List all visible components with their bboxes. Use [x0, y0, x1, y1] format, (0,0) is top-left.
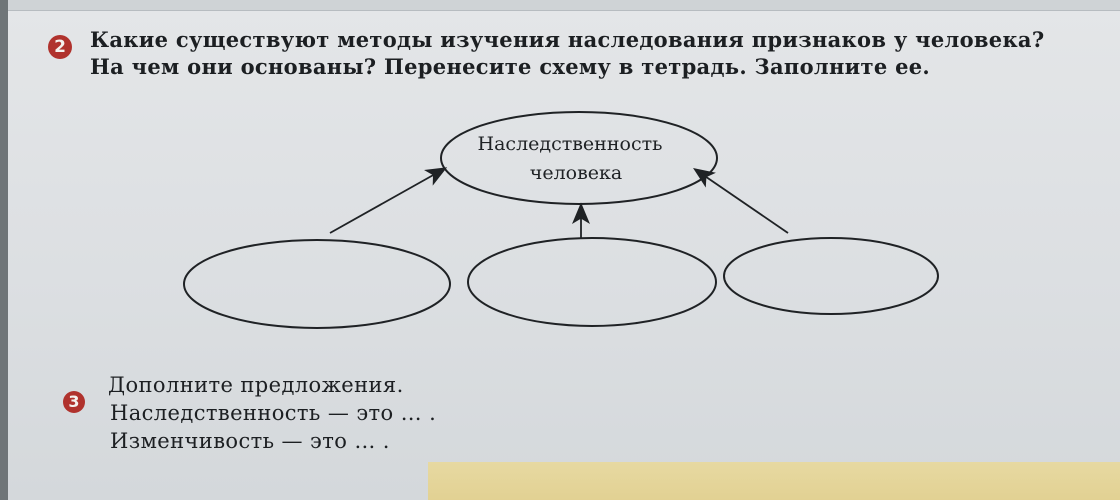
right-arrow	[693, 167, 789, 234]
page-decorative-band	[428, 462, 1120, 500]
task-3-line-1: Наследственность — это … .	[110, 401, 437, 425]
center-oval-group: Наследственность человека	[440, 111, 718, 205]
empty-oval-right	[723, 237, 939, 315]
center-oval-label-line-1: Наследственность	[478, 133, 663, 155]
left-arrow	[329, 167, 448, 234]
empty-oval-left	[183, 239, 451, 329]
top-rule	[8, 0, 1120, 11]
center-oval-label-line-2: человека	[530, 162, 622, 184]
task-2-number-badge: 2	[48, 35, 72, 59]
scheme-diagram: Наследственность человека	[183, 111, 939, 329]
task-3-line-2: Изменчивость — это … .	[110, 429, 390, 453]
task-2-line-1: Какие существуют методы изучения наследо…	[90, 27, 1045, 52]
task-3-number-badge: 3	[63, 391, 85, 413]
center-oval	[440, 111, 718, 205]
textbook-page: 2 Какие существуют методы изучения насле…	[8, 0, 1120, 500]
task-3-title: Дополните предложения.	[108, 373, 404, 397]
empty-oval-middle	[467, 237, 717, 327]
task-2-line-2: На чем они основаны? Перенесите схему в …	[90, 54, 931, 79]
